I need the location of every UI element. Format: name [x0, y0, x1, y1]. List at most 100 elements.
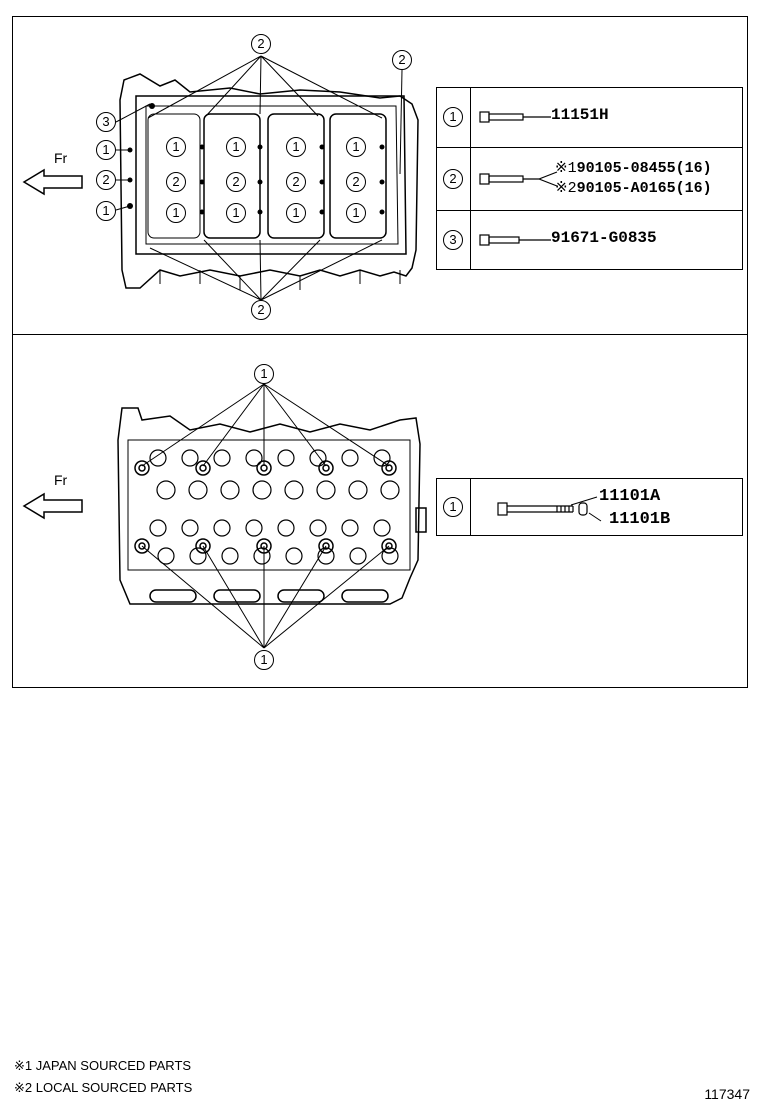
head-bolt-position — [256, 460, 272, 476]
head-bolt-position — [318, 460, 334, 476]
callout-1: 1 — [226, 137, 246, 157]
note-mark-1: ※1 — [555, 160, 577, 177]
front-direction-label-upper: Fr — [54, 150, 68, 166]
callout-1: 1 — [226, 203, 246, 223]
port-hole — [349, 547, 367, 565]
port-hole — [245, 449, 263, 467]
legend-row-2: 2 ※190105-08455(16) ※290105-A0165(16) — [437, 148, 742, 211]
head-bolt-position — [199, 464, 207, 472]
callout-1: 1 — [346, 137, 366, 157]
port-hole — [277, 449, 295, 467]
port-hole — [341, 519, 359, 537]
head-bolt-position — [260, 464, 268, 472]
port-hole — [316, 480, 336, 500]
part-number-90105-A0165: 90105-A0165(16) — [576, 180, 712, 197]
port-hole — [156, 480, 176, 500]
front-direction-label-lower: Fr — [54, 472, 68, 488]
port-hole — [284, 480, 304, 500]
port-hole — [149, 449, 167, 467]
callout-1: 1 — [254, 650, 274, 670]
port-hole — [285, 547, 303, 565]
front-arrow-lower-icon — [22, 492, 83, 520]
callout-1: 1 — [96, 140, 116, 160]
head-bolt-position — [260, 542, 268, 550]
port-hole — [189, 547, 207, 565]
legend-row-1: 1 11151H — [437, 88, 742, 148]
part-number-90105-08455: 90105-08455(16) — [576, 160, 712, 177]
port-hole — [380, 480, 400, 500]
lower-parts-legend: 1 11101A 11101B — [436, 478, 743, 536]
head-bolt-position — [322, 542, 330, 550]
illustration-code: 117347 — [704, 1086, 750, 1102]
callout-1: 1 — [286, 203, 306, 223]
callout-1: 1 — [346, 203, 366, 223]
footnote-1: ※1 JAPAN SOURCED PARTS — [14, 1058, 192, 1073]
port-hole — [253, 547, 271, 565]
callout-2: 2 — [286, 172, 306, 192]
port-hole — [181, 519, 199, 537]
bolt-icon — [479, 111, 551, 123]
legend-row-3: 3 91671-G0835 — [437, 211, 742, 269]
panel-divider — [12, 334, 748, 335]
part-number-11151H: 11151H — [551, 106, 609, 124]
callout-1: 1 — [166, 137, 186, 157]
part-number-91671-G0835: 91671-G0835 — [551, 229, 657, 247]
callout-2: 2 — [392, 50, 412, 70]
port-hole — [245, 519, 263, 537]
head-bolt-and-washer-icon — [497, 502, 588, 516]
footnote-2: ※2 LOCAL SOURCED PARTS — [14, 1080, 193, 1095]
callout-2: 2 — [251, 34, 271, 54]
bolt-icon — [479, 234, 551, 246]
head-bolt-position — [195, 460, 211, 476]
part-number-11101A: 11101A — [599, 487, 661, 506]
head-bolt-position — [138, 542, 146, 550]
bolt-icon — [479, 171, 558, 187]
head-bolt-position — [381, 538, 397, 554]
port-hole — [309, 449, 327, 467]
legend-number-2: 2 — [443, 169, 463, 189]
callout-1: 1 — [254, 364, 274, 384]
port-hole — [348, 480, 368, 500]
port-hole — [213, 449, 231, 467]
leader-lines — [570, 496, 602, 522]
port-hole — [309, 519, 327, 537]
port-hole — [157, 547, 175, 565]
port-hole — [341, 449, 359, 467]
cylinder-head-drawing — [117, 383, 427, 649]
head-bolt-position — [322, 464, 330, 472]
head-bolt-position — [385, 542, 393, 550]
head-bolt-position — [134, 538, 150, 554]
callout-2: 2 — [226, 172, 246, 192]
callout-1: 1 — [166, 203, 186, 223]
head-bolt-position — [318, 538, 334, 554]
head-bolt-position — [385, 464, 393, 472]
port-hole — [373, 519, 391, 537]
note-mark-2: ※2 — [555, 180, 577, 197]
port-hole — [277, 519, 295, 537]
port-hole — [221, 547, 239, 565]
port-hole — [317, 547, 335, 565]
upper-parts-legend: 1 11151H 2 ※190105-08455(16) ※290105-A01… — [436, 87, 743, 270]
part-number-11101B: 11101B — [609, 510, 671, 529]
head-bolt-position — [195, 538, 211, 554]
head-bolt-position — [138, 464, 146, 472]
port-hole — [381, 547, 399, 565]
port-hole — [181, 449, 199, 467]
head-bolt-position — [134, 460, 150, 476]
callout-1: 1 — [96, 201, 116, 221]
callout-2: 2 — [166, 172, 186, 192]
head-bolt-position — [199, 542, 207, 550]
callout-2: 2 — [251, 300, 271, 320]
callout-2: 2 — [346, 172, 366, 192]
diagram-frame — [12, 16, 748, 688]
callout-2: 2 — [96, 170, 116, 190]
callout-3: 3 — [96, 112, 116, 132]
port-hole — [188, 480, 208, 500]
port-hole — [213, 519, 231, 537]
port-hole — [149, 519, 167, 537]
front-arrow-upper-icon — [22, 168, 83, 196]
callout-1: 1 — [286, 137, 306, 157]
head-bolt-position — [256, 538, 272, 554]
head-bolt-position — [381, 460, 397, 476]
legend-number-1: 1 — [443, 497, 463, 517]
